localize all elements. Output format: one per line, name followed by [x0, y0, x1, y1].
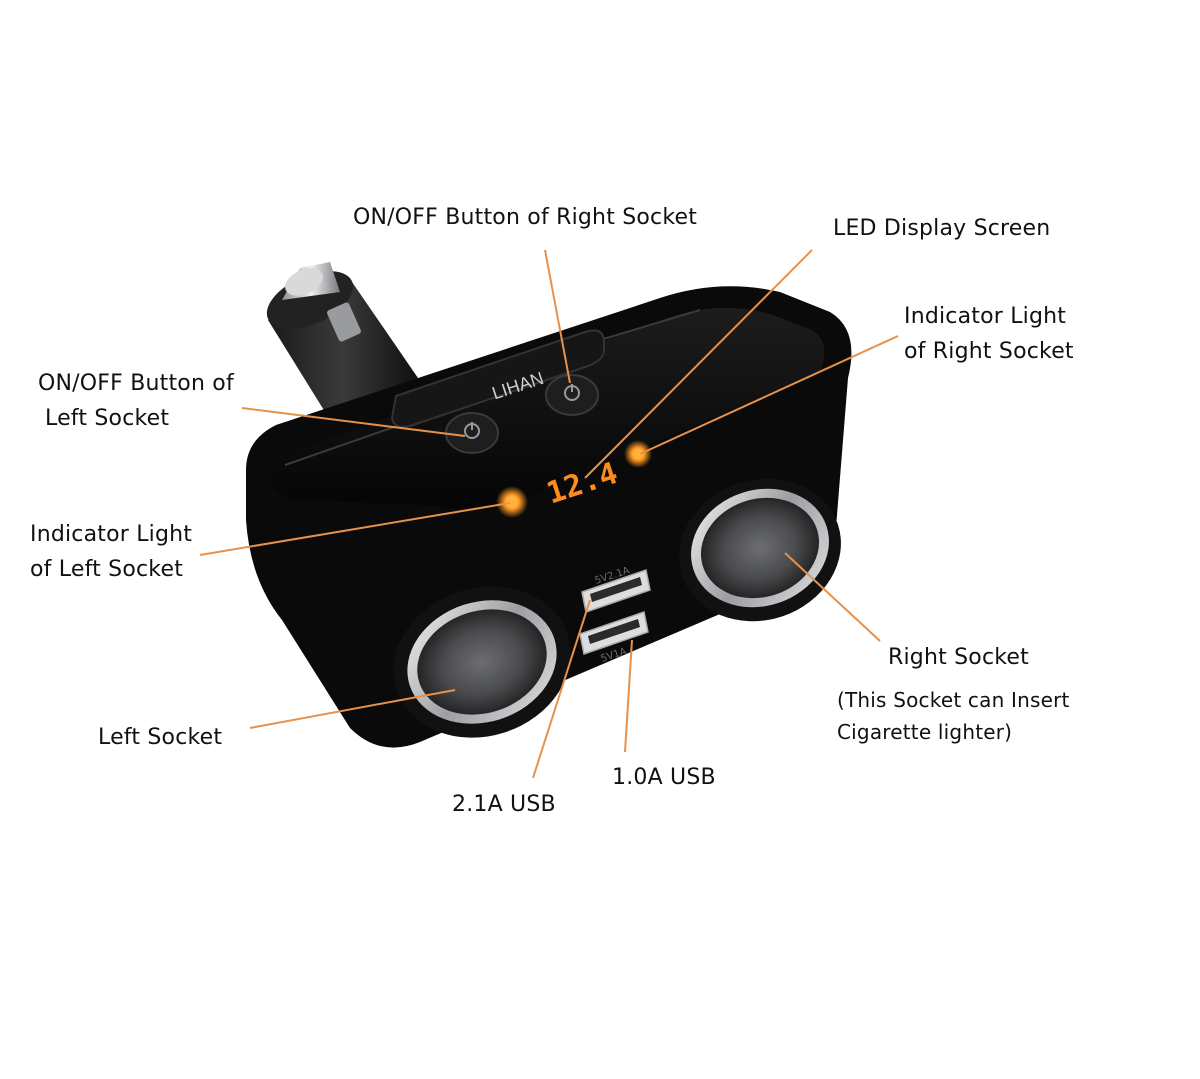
- label-indicator-left-line1: Indicator Light: [30, 522, 193, 547]
- left-indicator-light: [496, 486, 528, 518]
- label-indicator-left-line2: of Left Socket: [30, 557, 184, 582]
- leader-line-indicator-left: [199, 502, 511, 556]
- label-usb-10: 1.0A USB: [612, 760, 716, 795]
- label-on-off-right-text: ON/OFF Button of Right Socket: [353, 205, 698, 230]
- right-socket: [679, 478, 841, 622]
- left-socket-power-button[interactable]: [445, 412, 499, 454]
- leader-line-on-off-right: [544, 249, 571, 384]
- label-usb-21-text: 2.1A USB: [452, 792, 556, 817]
- label-on-off-left-line1: ON/OFF Button of: [38, 371, 234, 396]
- label-usb-10-text: 1.0A USB: [612, 765, 716, 790]
- leader-line-usb-21: [532, 599, 591, 779]
- label-on-off-left-line2: Left Socket: [45, 406, 170, 431]
- leader-line-usb-10: [624, 639, 633, 753]
- label-left-socket-text: Left Socket: [98, 725, 223, 750]
- label-right-socket-note: (This Socket can Insert Cigarette lighte…: [837, 684, 1070, 748]
- label-indicator-left: Indicator Light of Left Socket: [30, 517, 192, 587]
- label-right-socket: Right Socket: [888, 640, 1029, 675]
- leader-lines: [199, 249, 899, 779]
- right-indicator-light: [624, 440, 652, 468]
- leader-line-left-socket: [249, 689, 456, 729]
- label-led-display: LED Display Screen: [833, 211, 1050, 246]
- label-indicator-right-line2: of Right Socket: [904, 339, 1074, 364]
- car-plug: [266, 262, 418, 420]
- right-socket-power-button[interactable]: [545, 374, 599, 416]
- leader-line-indicator-right: [639, 335, 899, 455]
- leader-line-led-display: [584, 249, 813, 479]
- leader-line-on-off-left: [241, 407, 466, 437]
- label-right-socket-note-line2: Cigarette lighter): [837, 720, 1013, 744]
- label-indicator-right: Indicator Light of Right Socket: [904, 299, 1074, 369]
- label-led-display-text: LED Display Screen: [833, 216, 1051, 241]
- label-on-off-right: ON/OFF Button of Right Socket: [353, 200, 697, 235]
- label-right-socket-note-line1: (This Socket can Insert: [837, 688, 1070, 712]
- label-right-socket-text: Right Socket: [888, 645, 1029, 670]
- label-usb-21: 2.1A USB: [452, 787, 556, 822]
- device-body: [246, 286, 852, 748]
- label-left-socket: Left Socket: [98, 720, 222, 755]
- leader-line-right-socket: [784, 552, 881, 642]
- label-indicator-right-line1: Indicator Light: [904, 304, 1067, 329]
- label-on-off-left: ON/OFF Button of Left Socket: [38, 366, 234, 436]
